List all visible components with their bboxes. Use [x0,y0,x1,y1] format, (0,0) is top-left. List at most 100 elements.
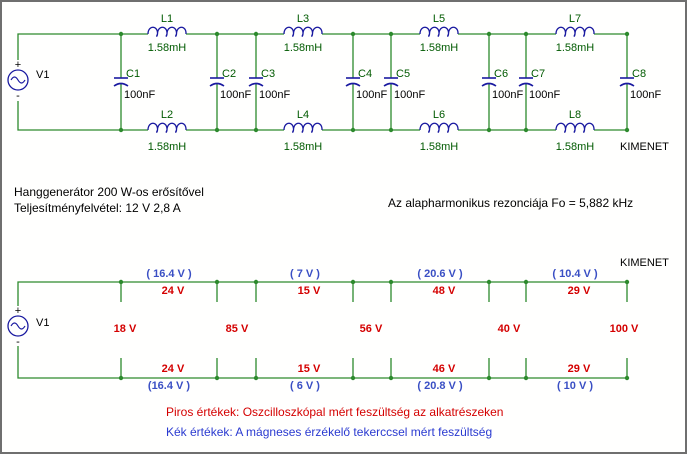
mid-red-value-5: 100 V [610,323,639,335]
top-red-value-1: 24 V [162,285,185,297]
capacitor-c8-plate-bottom [619,82,635,87]
node-stub-8-dot-top [624,279,630,285]
top-red-value-3: 48 V [433,285,456,297]
capacitor-c1-plate-bottom [113,82,129,87]
capacitor-c1-value: 100nF [124,89,155,101]
inductor-l3-coil [283,26,323,37]
inductor-value-l3: 1.58mH [284,42,323,54]
inductor-value-l7: 1.58mH [556,42,595,54]
capacitor-c4-node-bottom [350,127,356,133]
inductor-l8-coil [555,122,595,133]
inductor-name-l4: L4 [297,109,309,121]
node-stub-2 [214,279,220,381]
inductor-l6 [419,122,459,133]
inductor-l5 [419,26,459,37]
inductor-value-l1: 1.58mH [148,42,187,54]
output-label-top: KIMENET [620,141,669,153]
bottom-blue-value-4: ( 10 V ) [557,380,593,392]
inductor-value-l4: 1.58mH [284,141,323,153]
node-stub-5 [388,279,394,381]
capacitor-c8-node-top [624,31,630,37]
capacitor-c3-plate-bottom [248,82,264,87]
inductor-l2-coil [147,122,187,133]
node-stub-1 [118,279,124,381]
capacitor-c7-node-bottom [523,127,529,133]
capacitor-c3: C3 100nF [248,31,290,133]
output-label-bottom: KIMENET [620,257,669,269]
capacitor-c1-node-top [118,31,124,37]
node-stub-6-dot-bottom [486,375,492,381]
inductor-l6-coil [419,122,459,133]
inductor-l7 [555,26,595,37]
top-red-value-4: 29 V [568,285,591,297]
top-blue-value-1: ( 16.4 V ) [146,268,192,280]
capacitor-c7-name: C7 [531,68,545,80]
bottom-blue-value-3: ( 20.8 V ) [417,380,463,392]
capacitor-c7-plate-bottom [518,82,534,87]
node-stub-1-dot-top [118,279,124,285]
inductor-value-l5: 1.58mH [420,42,459,54]
inductor-l1 [147,26,187,37]
node-stub-2-dot-top [214,279,220,285]
bottom-blue-value-1: (16.4 V ) [148,380,191,392]
node-stub-6-dot-top [486,279,492,285]
svg-text:-: - [16,336,20,348]
capacitor-c2-name: C2 [222,68,236,80]
top-circuit-capacitors: C1100nFC2100nFC3100nFC4100nFC5100nFC6100… [113,31,661,133]
svg-text:+: + [15,305,21,317]
inductor-value-l2: 1.58mH [148,141,187,153]
capacitor-c3-node-bottom [253,127,259,133]
node-stub-2-dot-bottom [214,375,220,381]
inductor-l7-coil [555,26,595,37]
top-circuit-inductors: L11.58mHL31.58mHL51.58mHL71.58mHL21.58mH… [147,13,595,153]
inductor-l2 [147,122,187,133]
inductor-name-l8: L8 [569,109,581,121]
voltage-source-v1-top: + - [7,59,29,102]
capacitor-c3-value: 100nF [259,89,290,101]
top-circuit-wires [17,33,627,131]
capacitor-c2-node-bottom [214,127,220,133]
svg-text:-: - [16,90,20,102]
capacitor-c3-name: C3 [261,68,275,80]
top-blue-value-4: ( 10.4 V ) [552,268,598,280]
legend-blue-text: Kék értékek: A mágneses érzékelő tekercc… [166,425,492,439]
capacitor-c8-name: C8 [632,68,646,80]
node-stub-8 [624,279,630,381]
capacitor-c6-plate-bottom [481,82,497,87]
svg-text:+: + [15,59,21,71]
node-stub-7-dot-bottom [523,375,529,381]
bottom-circuit-wires [17,281,627,379]
node-stub-4-dot-top [350,279,356,285]
top-blue-value-3: ( 20.6 V ) [417,268,463,280]
capacitor-c5-plate-bottom [383,82,399,87]
capacitor-c6-value: 100nF [492,89,523,101]
capacitor-c2-value: 100nF [220,89,251,101]
node-stub-8-dot-bottom [624,375,630,381]
capacitor-c4-value: 100nF [356,89,387,101]
capacitor-c4: C4 100nF [345,31,387,133]
capacitor-c7-node-top [523,31,529,37]
capacitor-c4-name: C4 [358,68,372,80]
node-stub-7-dot-top [523,279,529,285]
inductor-l4-coil [283,122,323,133]
node-stub-1-dot-bottom [118,375,124,381]
bottom-circuit-stubs [118,279,630,381]
capacitor-c4-plate-bottom [345,82,361,87]
inductor-l3 [283,26,323,37]
bottom-red-value-3: 46 V [433,363,456,375]
inductor-name-l3: L3 [297,13,309,25]
capacitor-c2-plate-bottom [209,82,225,87]
bottom-red-value-1: 24 V [162,363,185,375]
inductor-name-l7: L7 [569,13,581,25]
note-line-1: Hanggenerátor 200 W-os erősítővel [14,185,204,199]
capacitor-c8-node-bottom [624,127,630,133]
capacitor-c2: C2 100nF [209,31,251,133]
capacitor-c6-node-bottom [486,127,492,133]
inductor-l4 [283,122,323,133]
node-stub-3 [253,279,259,381]
node-stub-3-dot-top [253,279,259,285]
bottom-red-value-4: 29 V [568,363,591,375]
